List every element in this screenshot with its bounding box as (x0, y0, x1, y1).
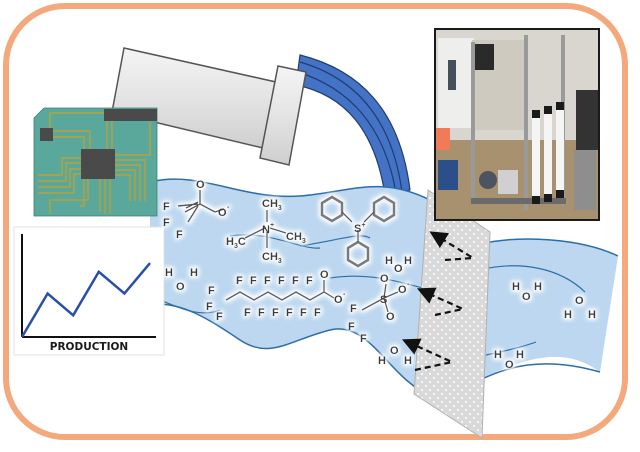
svg-text:F: F (286, 307, 293, 319)
svg-text:O: O (390, 345, 399, 357)
svg-text:H: H (564, 309, 572, 321)
production-line (20, 262, 151, 338)
svg-text:O: O (398, 284, 407, 296)
svg-text:F: F (250, 275, 257, 287)
molecule-trifluoroacetate: O F F F O- (163, 179, 230, 241)
svg-text:F: F (208, 285, 215, 297)
svg-text:O: O (176, 281, 185, 293)
svg-text:H: H (512, 281, 520, 293)
svg-text:O: O (334, 294, 343, 306)
pilot-system-photo (434, 28, 600, 221)
svg-text:F: F (163, 217, 170, 229)
svg-text:O: O (505, 359, 514, 371)
svg-text:O: O (394, 263, 403, 275)
rejection-arrow-3 (401, 338, 456, 372)
svg-text:F: F (306, 275, 313, 287)
water-molecule-3: HOH (378, 345, 412, 367)
water-molecule-5: HOH (564, 295, 596, 321)
svg-text:H: H (190, 267, 198, 279)
svg-text:-: - (407, 281, 410, 288)
production-chart: PRODUCTION (13, 226, 165, 356)
svg-text:F: F (314, 307, 321, 319)
svg-text:H: H (588, 309, 596, 321)
svg-text:F: F (292, 275, 299, 287)
orange-rounded-frame (3, 3, 628, 440)
svg-text:F: F (216, 311, 223, 323)
svg-text:H3C: H3C (226, 236, 246, 250)
molecule-tetramethylammonium: CH3 N+ H3C CH3 CH3 (226, 198, 306, 265)
water-molecule-6: HOH (494, 349, 524, 371)
svg-text:F: F (206, 301, 213, 313)
svg-text:CH3: CH3 (286, 231, 306, 245)
svg-text:F: F (350, 303, 357, 315)
membrane (413, 189, 491, 439)
svg-text:H: H (378, 355, 386, 367)
chart-x-label: PRODUCTION (50, 341, 128, 353)
svg-text:H: H (534, 281, 542, 293)
svg-text:-: - (227, 204, 230, 211)
svg-text:O: O (196, 179, 205, 191)
svg-text:F: F (360, 333, 367, 345)
water-molecule-2: HOH (385, 255, 412, 275)
water-stream (295, 54, 411, 196)
svg-text:O: O (218, 207, 227, 219)
svg-text:CH3: CH3 (262, 251, 282, 265)
svg-text:H: H (494, 349, 502, 361)
rejection-arrows (401, 231, 477, 372)
svg-text:H: H (385, 255, 393, 267)
svg-text:S: S (380, 294, 387, 306)
svg-text:O: O (522, 291, 531, 303)
water-molecule-4: HOH (512, 281, 542, 303)
svg-text:F: F (300, 307, 307, 319)
svg-text:F: F (236, 275, 243, 287)
svg-text:F: F (244, 307, 251, 319)
svg-text:H: H (404, 355, 412, 367)
outlet-pipe (111, 47, 307, 166)
svg-text:O: O (380, 273, 389, 285)
svg-text:F: F (176, 229, 183, 241)
svg-text:F: F (278, 275, 285, 287)
svg-text:F: F (163, 201, 170, 213)
treated-water-body (479, 238, 619, 381)
molecule-triphenylsulfonium: S+ (320, 195, 396, 268)
svg-text:H: H (165, 267, 173, 279)
svg-text:CH3: CH3 (262, 198, 282, 212)
svg-text:F: F (264, 275, 271, 287)
svg-text:H: H (516, 349, 524, 361)
svg-text:F: F (348, 321, 355, 333)
wastewater-body (149, 178, 431, 396)
svg-text:F: F (258, 307, 265, 319)
svg-text:S+: S+ (354, 222, 365, 235)
svg-text:O: O (575, 295, 584, 307)
circuit-board-icon (33, 107, 158, 217)
svg-text:H: H (404, 255, 412, 267)
svg-text:O: O (386, 311, 395, 323)
svg-text:O: O (320, 269, 329, 281)
svg-text:-: - (343, 291, 346, 298)
water-molecule-1: HOH (165, 267, 198, 293)
molecule-triflate: O S O- O F F F (348, 273, 410, 345)
svg-text:F: F (272, 307, 279, 319)
